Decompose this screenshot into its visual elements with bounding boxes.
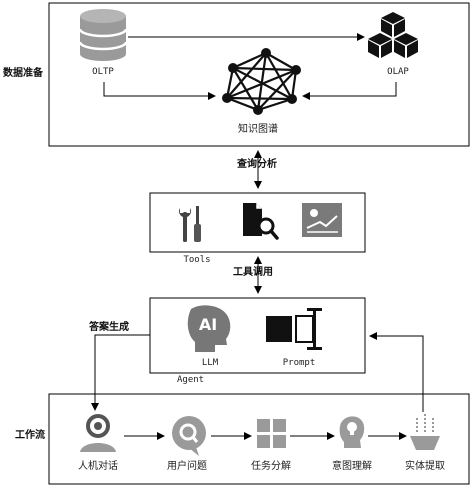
oltp-label: OLTP [92,67,114,77]
chat-user-icon [80,414,116,452]
step-label-question: 用户问题 [167,461,207,472]
olap-label: OLAP [387,67,409,77]
step-label-chat: 人机对话 [78,461,118,472]
prompt-label: Prompt [282,358,316,368]
cubes-icon [368,12,418,58]
query-analysis-label: 查询分析 [237,159,277,170]
extract-to-agent-arrow [369,332,424,412]
step-label-intent: 意图理解 [332,461,372,472]
tool-call-label: 工具调用 [233,267,273,278]
database-icon [78,9,128,61]
wrench-icon [179,206,201,242]
search-document-icon [243,203,279,240]
ai-badge: AI [198,315,218,334]
agent-panel [149,297,366,374]
section-label-data-prep: 数据准备 [3,68,43,79]
grid-icon [257,419,286,448]
oltp-to-graph-arrow [103,82,216,100]
answer-gen-label: 答案生成 [89,322,129,333]
llm-label: LLM [201,358,219,368]
section-label-workflow: 工作流 [15,430,45,441]
knowledge-graph-label: 知识图谱 [238,124,278,135]
step-label-task: 任务分解 [251,461,291,472]
extract-icon [410,414,440,450]
step-label-extract: 实体提取 [405,461,445,472]
ai-head-icon [187,305,231,352]
question-icon [172,416,206,456]
network-icon [222,48,301,115]
head-bulb-icon [339,416,365,448]
tools-label: Tools [183,255,211,265]
answer-gen-arrow [91,334,150,411]
chart-board-icon [302,203,342,237]
olap-to-graph-arrow [302,82,397,100]
prompt-icon [266,308,322,350]
agent-label: Agent [177,375,205,385]
